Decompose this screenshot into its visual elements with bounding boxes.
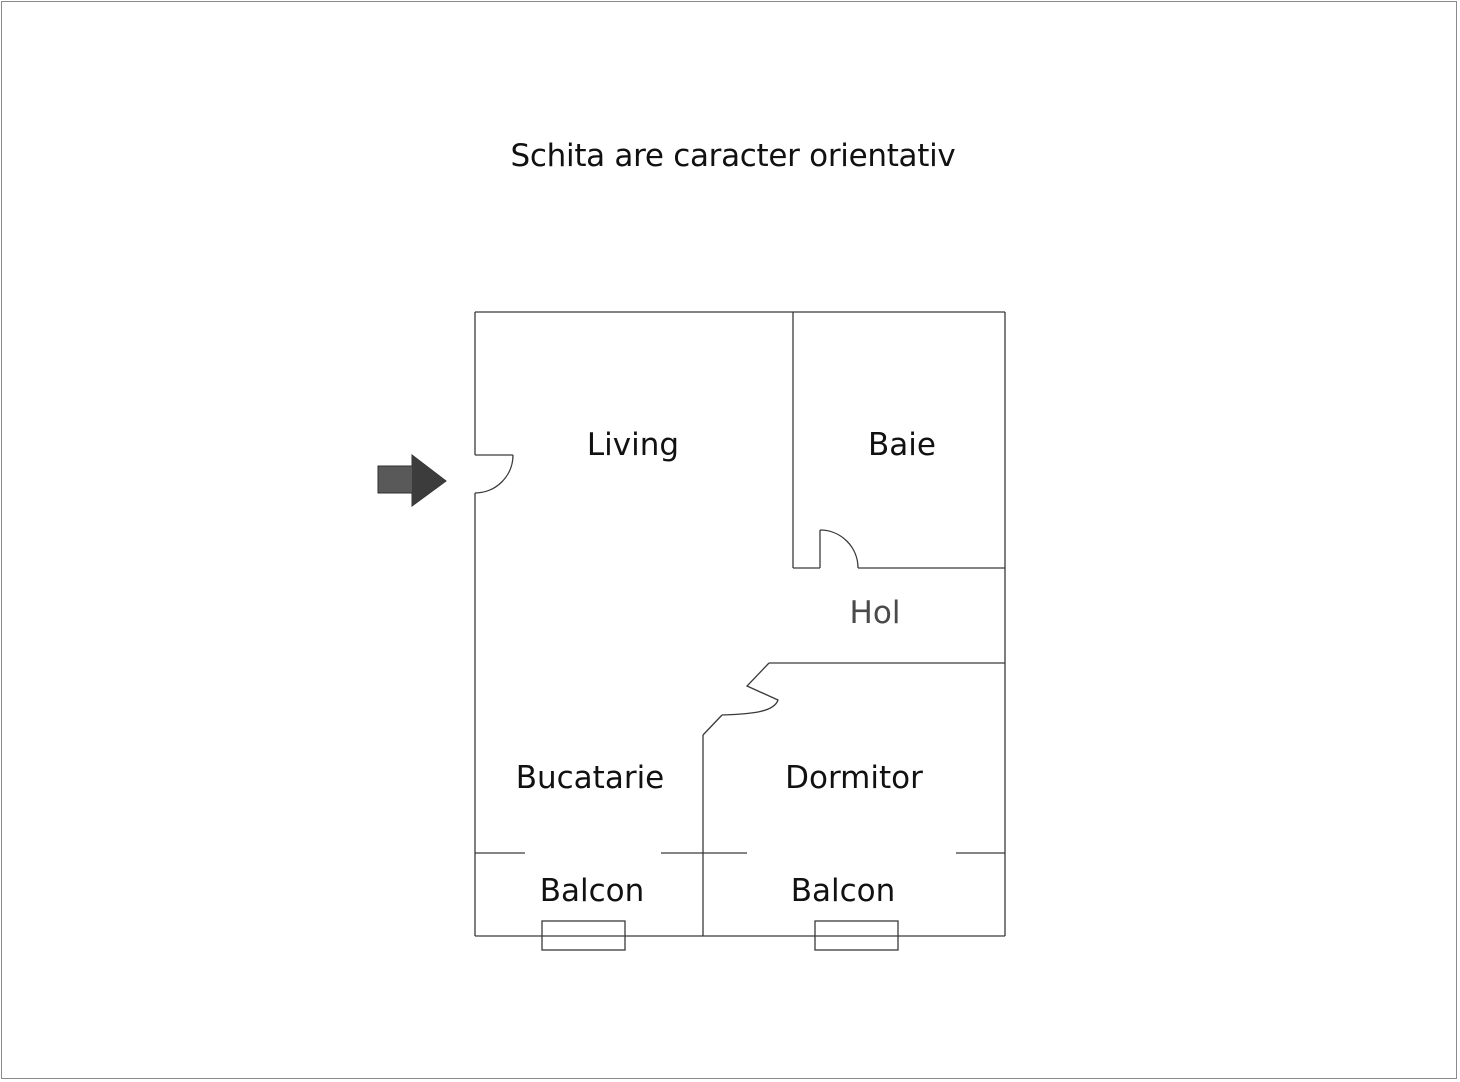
room-label-balcon-right: Balcon	[791, 873, 896, 909]
room-label-balcon-left: Balcon	[540, 873, 645, 909]
dormitor-walls	[702, 662, 1005, 936]
room-label-dormitor: Dormitor	[785, 760, 923, 796]
room-label-baie: Baie	[868, 427, 936, 463]
baie-door	[819, 529, 859, 569]
plan-title: Schita are caracter orientativ	[510, 138, 956, 174]
room-label-bucatarie: Bucatarie	[516, 760, 665, 796]
room-label-hol: Hol	[850, 595, 901, 631]
window-left	[541, 920, 626, 951]
room-label-living: Living	[587, 427, 679, 463]
outer-walls	[474, 311, 1006, 937]
entrance-door	[474, 454, 514, 494]
window-right	[814, 920, 899, 951]
dormitor-door	[721, 662, 779, 716]
entrance-arrow-icon	[377, 453, 447, 507]
baie-walls	[792, 312, 1005, 569]
balcony-windows	[541, 920, 899, 951]
